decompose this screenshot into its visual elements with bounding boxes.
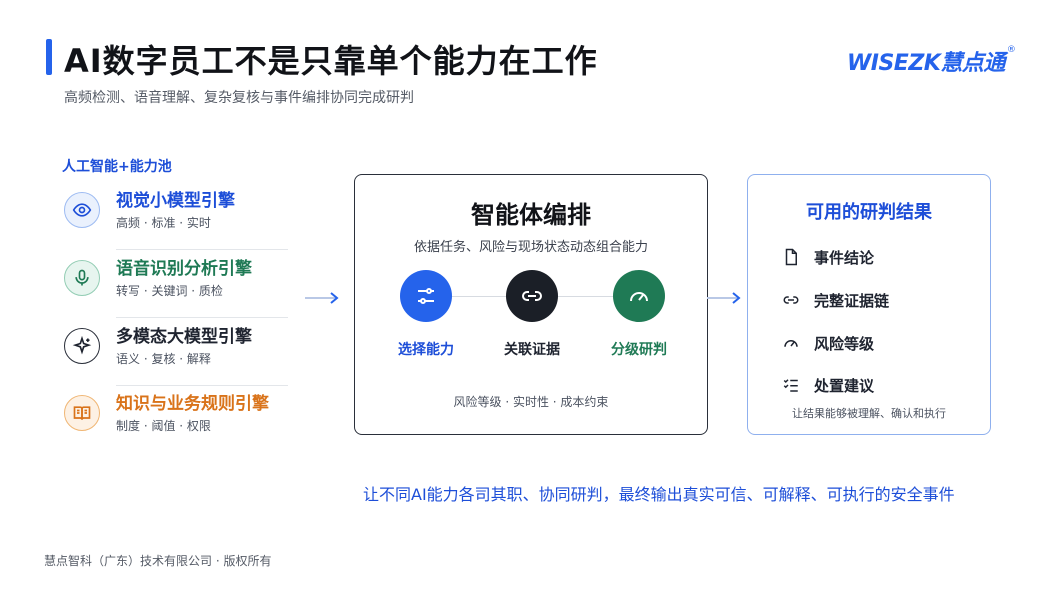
orchestration-subtitle: 依据任务、风险与现场状态动态组合能力 (413, 240, 648, 255)
engine-tags: 转写 · 关键词 · 质检 (116, 284, 223, 298)
eye-icon (64, 192, 100, 228)
result-item: 处置建议 (780, 374, 874, 396)
engine-tags: 制度 · 阈值 · 权限 (116, 419, 211, 433)
engine-visual: 视觉小模型引擎 高频 · 标准 · 实时 (62, 184, 288, 250)
step-label-evidence: 关联证据 (504, 342, 560, 358)
document-icon (780, 246, 802, 268)
engine-knowledge-rules: 知识与业务规则引擎 制度 · 阈值 · 权限 (62, 387, 288, 453)
engine-tags: 高频 · 标准 · 实时 (116, 216, 211, 230)
result-item: 完整证据链 (780, 289, 889, 311)
engine-name: 视觉小模型引擎 (116, 191, 235, 211)
engine-multimodal: 多模态大模型引擎 语义 · 复核 · 解释 (62, 320, 288, 386)
orchestration-title: 智能体编排 (471, 201, 591, 229)
copyright-footer: 慧点智科（广东）技术有限公司 · 版权所有 (44, 554, 272, 568)
book-icon (64, 395, 100, 431)
tagline: 让不同AI能力各司其职、协同研判，最终输出真实可信、可解释、可执行的安全事件 (363, 485, 955, 504)
flow-arrow-left (305, 290, 341, 306)
microphone-icon (64, 260, 100, 296)
page-subtitle: 高频检测、语音理解、复杂复核与事件编排协同完成研判 (64, 90, 414, 106)
link-icon (780, 289, 802, 311)
gauge-icon (613, 270, 665, 322)
results-title: 可用的研判结果 (806, 202, 932, 223)
engine-name: 知识与业务规则引擎 (116, 394, 269, 414)
title-accent-bar (46, 39, 52, 75)
flow-arrow-right (707, 290, 743, 306)
brand-logo: WISEZK慧点通® (847, 45, 1016, 77)
sparkles-icon (64, 328, 100, 364)
logo-text: WISEZK慧点通 (847, 51, 1005, 76)
engine-name: 多模态大模型引擎 (116, 327, 252, 347)
sliders-icon (400, 270, 452, 322)
ability-pool-title: 人工智能+能力池 (62, 159, 172, 175)
link-icon (506, 270, 558, 322)
orchestration-constraints: 风险等级 · 实时性 · 成本约束 (453, 395, 609, 409)
result-item: 事件结论 (780, 246, 874, 268)
result-item: 风险等级 (780, 332, 874, 354)
divider (116, 317, 288, 318)
result-label: 风险等级 (814, 334, 875, 353)
step-label-grading: 分级研判 (611, 342, 667, 358)
step-label-select: 选择能力 (398, 342, 454, 358)
engine-name: 语音识别分析引擎 (116, 259, 252, 279)
divider (116, 249, 288, 250)
results-note: 让结果能够被理解、确认和执行 (792, 407, 946, 420)
registered-mark: ® (1006, 45, 1016, 55)
gauge-icon (780, 332, 802, 354)
engine-speech: 语音识别分析引擎 转写 · 关键词 · 质检 (62, 252, 288, 318)
divider (116, 385, 288, 386)
result-label: 事件结论 (814, 248, 875, 267)
page-title: AI数字员工不是只靠单个能力在工作 (64, 42, 598, 80)
engine-tags: 语义 · 复核 · 解释 (116, 352, 211, 366)
results-panel: 可用的研判结果 事件结论 完整证据链 风险等级 处置建议 让结果能够被理解、确认… (747, 174, 991, 435)
result-label: 完整证据链 (814, 291, 890, 310)
result-label: 处置建议 (814, 376, 875, 395)
orchestration-panel: 智能体编排 依据任务、风险与现场状态动态组合能力 选择能力 关联证据 分级研判 … (354, 174, 708, 435)
checklist-icon (780, 374, 802, 396)
